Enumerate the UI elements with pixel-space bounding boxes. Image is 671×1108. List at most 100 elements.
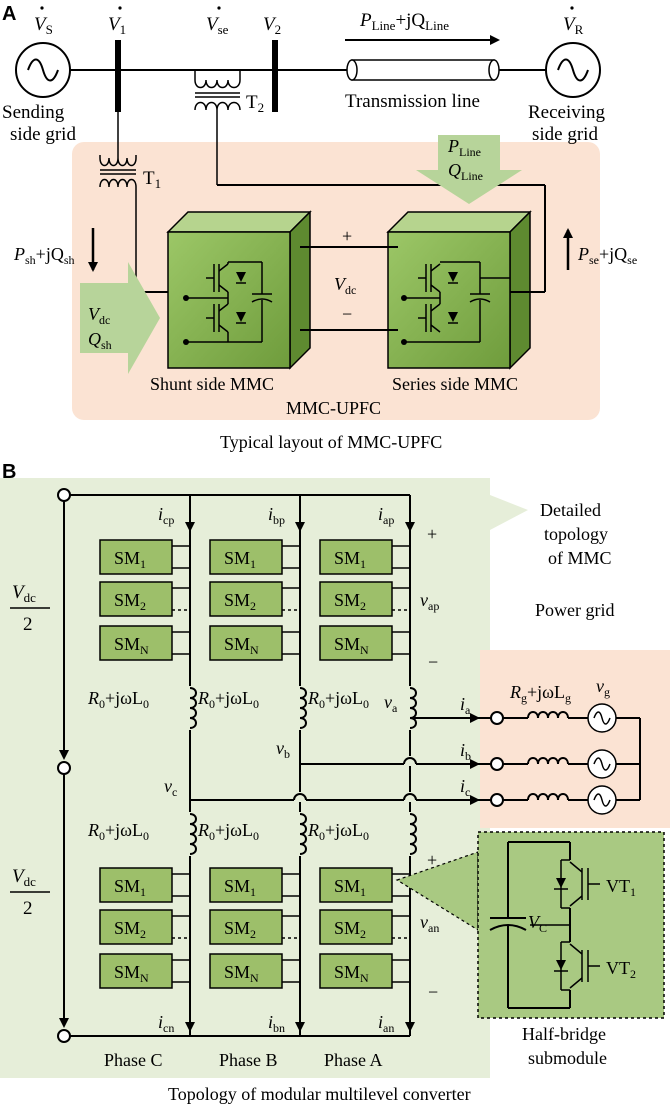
label-va: va [384, 692, 398, 715]
label-vs: VS [34, 14, 53, 37]
submodule-c-upper-2: SM2 [99, 581, 190, 617]
transformer-t2-icon [194, 70, 241, 185]
label-r0-b-upper: R0+jωL0 [197, 688, 259, 711]
sending-grid-source-icon [15, 42, 71, 98]
label-receiving-1: Receiving [528, 102, 606, 123]
panel-a-letter: A [2, 3, 16, 25]
submodule-b-lower-3: SMN [209, 953, 300, 989]
label-receiving-2: side grid [532, 124, 598, 145]
label-plus-dc: + [342, 226, 352, 246]
submodule-c-lower-3: SMN [99, 953, 190, 989]
submodule-label: SMN [224, 962, 259, 985]
submodule-a-lower-2: SM2 [319, 909, 410, 945]
submodule-label: SMN [224, 634, 259, 657]
label-vg: vg [596, 676, 610, 699]
label-i-cp: icp [158, 504, 174, 527]
submodule-label: SM1 [334, 876, 366, 899]
label-transmission-line: Transmission line [345, 91, 480, 112]
label-i-cn: icn [158, 1012, 174, 1035]
label-phase-b: Phase B [219, 1050, 278, 1070]
label-t2: T2 [246, 92, 264, 115]
label-vdc-half-bot-num: Vdc [12, 866, 36, 889]
label-sending-1: Sending [2, 102, 65, 123]
submodule-label: SM2 [334, 918, 366, 941]
arm-inductor-a-upper [400, 686, 420, 730]
label-vc: vc [164, 776, 177, 799]
submodule-a-lower-3: SMN [319, 953, 410, 989]
submodule-layer: SM1SM2SMNSM1SM2SMNSM1SM2SMNSM1SM2SMNSM1S… [99, 539, 410, 989]
power-grid-background [480, 650, 670, 828]
grid-source-b-icon [587, 749, 617, 779]
label-phase-c: Phase C [104, 1050, 163, 1070]
label-half-bridge-2: submodule [528, 1048, 607, 1068]
label-psh: Psh+jQsh [13, 244, 75, 267]
submodule-label: SM2 [114, 918, 146, 941]
label-arrow-qline: QLine [448, 160, 483, 183]
label-sending-2: side grid [10, 124, 76, 145]
dc-terminal-mid [57, 761, 71, 775]
label-minus-upper: − [428, 652, 438, 672]
label-shunt-mmc: Shunt side MMC [150, 374, 274, 394]
label-i-ap: iap [378, 504, 394, 527]
submodule-label: SM1 [224, 876, 256, 899]
label-plus-lower: + [427, 850, 437, 870]
arm-inductor-a-lower [400, 812, 420, 856]
panel-a: A [2, 3, 637, 452]
label-half-bridge-1: Half-bridge [522, 1024, 606, 1044]
grid-source-c-icon [587, 785, 617, 815]
label-pse: Pse+jQse [577, 244, 637, 267]
callout-line-1: Detailed [540, 500, 601, 520]
submodule-label: SMN [334, 634, 369, 657]
transmission-line-icon [346, 59, 500, 81]
submodule-b-upper-1: SM1 [209, 539, 300, 575]
submodule-c-lower-1: SM1 [99, 867, 190, 903]
grid-source-a-icon [587, 703, 617, 733]
label-arrow-pline: PLine [447, 136, 481, 159]
label-series-mmc: Series side MMC [392, 374, 518, 394]
submodule-b-lower-1: SM1 [209, 867, 300, 903]
grid-terminal-b [490, 757, 504, 771]
submodule-label: SM2 [224, 918, 256, 941]
label-qsh-left: Qsh [88, 329, 112, 352]
submodule-a-lower-1: SM1 [319, 867, 410, 903]
label-i-bp: ibp [268, 504, 285, 527]
label-pline-top: PLine+jQLine [359, 10, 449, 33]
submodule-a-upper-1: SM1 [319, 539, 410, 575]
shunt-power-arrow [80, 262, 160, 374]
label-ib: ib [460, 740, 471, 763]
callout-line-3: of MMC [548, 548, 612, 568]
label-v1: V1 [108, 14, 126, 37]
callout-line-2: topology [544, 524, 608, 544]
receiving-grid-source-icon [545, 42, 601, 98]
submodule-c-upper-1: SM1 [99, 539, 190, 575]
half-bridge-callout-wedge [395, 851, 479, 932]
submodule-c-lower-2: SM2 [99, 909, 190, 945]
arm-inductor-c-lower [180, 812, 200, 856]
submodule-c-upper-3: SMN [99, 625, 190, 661]
label-r0-c-upper: R0+jωL0 [87, 688, 149, 711]
label-vr: VR [563, 14, 584, 37]
label-t1: T1 [143, 168, 161, 191]
arm-inductor-c-upper [180, 686, 200, 730]
arm-inductor-b-lower [290, 812, 310, 856]
label-vse: Vse [206, 14, 229, 37]
series-mmc-block [386, 210, 532, 370]
half-bridge-submodule [477, 831, 665, 1019]
transformer-t1-icon [99, 112, 137, 292]
dc-terminal-bottom [57, 1029, 71, 1043]
submodule-a-upper-2: SM2 [319, 581, 410, 617]
label-r0-b-lower: R0+jωL0 [197, 820, 259, 843]
label-vb: vb [276, 738, 290, 761]
submodule-label: SM2 [114, 590, 146, 613]
submodule-label: SM1 [114, 876, 146, 899]
submodule-label: SM1 [114, 548, 146, 571]
panel-b-letter: B [2, 461, 16, 483]
label-rg: Rg+jωLg [509, 682, 571, 705]
panel-b: B Detailed topology of MMC Power grid Vd… [0, 461, 670, 1104]
label-vdc-left: Vdc [88, 304, 110, 327]
submodule-label: SM2 [224, 590, 256, 613]
label-r0-a-lower: R0+jωL0 [307, 820, 369, 843]
submodule-b-upper-3: SMN [209, 625, 300, 661]
shunt-mmc-block [166, 210, 312, 370]
line-power-arrow [416, 135, 522, 204]
